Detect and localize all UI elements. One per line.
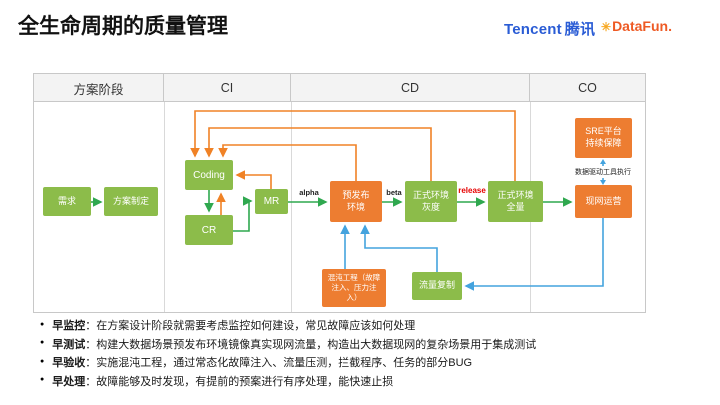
datafun-sun-icon: ✳	[601, 20, 612, 34]
bullet-icon: ●	[40, 376, 45, 383]
bullet-label: 早验收	[52, 357, 86, 369]
node-coding: Coding	[185, 160, 233, 190]
list-item: ● 早处理 ：故障能够及时发现，有提前的预案进行有序处理，能快速止损	[40, 373, 700, 392]
node-mr: MR	[255, 189, 288, 214]
node-requirement: 需求	[43, 187, 91, 216]
bullet-icon: ●	[40, 320, 45, 328]
bullet-text: ：在方案设计阶段就需要考虑监控如何建设，常见故障应该如何处理	[85, 320, 416, 332]
bullet-label: 早处理	[52, 375, 86, 388]
bullet-text: ：实施混沌工程，通过常态化故障注入、流量压测，拦截程序、任务的部分BUG	[85, 357, 473, 369]
tencent-wordmark: Tencent	[504, 21, 562, 38]
node-prod-gray: 正式环境 灰度	[405, 181, 457, 222]
page-title: 全生命周期的质量管理	[18, 15, 228, 38]
phase-table-header: 方案阶段 CI CD CO	[34, 74, 645, 102]
node-cr: CR	[185, 215, 233, 245]
datafun-wordmark: DataFun.	[612, 18, 672, 34]
node-chaos-engineering: 混沌工程（故障 注入、压力注 入）	[322, 269, 386, 307]
tencent-cn-wordmark: 腾讯	[564, 21, 596, 38]
list-item: ● 早验收 ：实施混沌工程，通过常态化故障注入、流量压测，拦截程序、任务的部分B…	[40, 354, 700, 373]
column-divider	[291, 102, 292, 312]
node-plan-make: 方案制定	[104, 187, 158, 216]
column-header-cd: CD	[291, 74, 530, 102]
node-staging-env: 预发布 环境	[330, 181, 382, 222]
bullet-icon: ●	[40, 339, 45, 346]
bullet-text: ：故障能够及时发现，有提前的预案进行有序处理，能快速止损	[85, 375, 394, 388]
node-sre-platform: SRE平台 持续保障	[575, 118, 632, 158]
bullet-list: ● 早监控 ：在方案设计阶段就需要考虑监控如何建设，常见故障应该如何处理 ● 早…	[40, 317, 700, 391]
edge-label-beta: beta	[386, 188, 402, 197]
column-header-ci: CI	[164, 74, 291, 102]
node-traffic-replay: 流量复制	[412, 272, 462, 300]
edge-label-data-tools: 数据驱动工具执行	[567, 166, 639, 178]
node-live-ops: 现网运营	[575, 185, 632, 218]
bullet-label: 早测试	[52, 338, 86, 351]
list-item: ● 早测试 ：构建大数据场景预发布环境镜像真实现网流量，构造出大数据现网的复杂场…	[40, 336, 700, 355]
bullet-icon: ●	[40, 357, 45, 365]
column-header-co: CO	[578, 81, 597, 95]
column-divider	[164, 102, 165, 312]
edge-label-alpha: alpha	[299, 188, 319, 197]
datafun-logo: ✳DataFun.	[601, 18, 672, 34]
bullet-text: ：构建大数据场景预发布环境镜像真实现网流量，构造出大数据现网的复杂场景用于集成测…	[85, 338, 537, 351]
edge-label-release: release	[458, 186, 486, 195]
column-header-plan: 方案阶段	[34, 74, 164, 102]
list-item: ● 早监控 ：在方案设计阶段就需要考虑监控如何建设，常见故障应该如何处理	[40, 317, 700, 336]
bullet-label: 早监控	[52, 320, 86, 332]
node-prod-full: 正式环境 全量	[488, 181, 543, 222]
